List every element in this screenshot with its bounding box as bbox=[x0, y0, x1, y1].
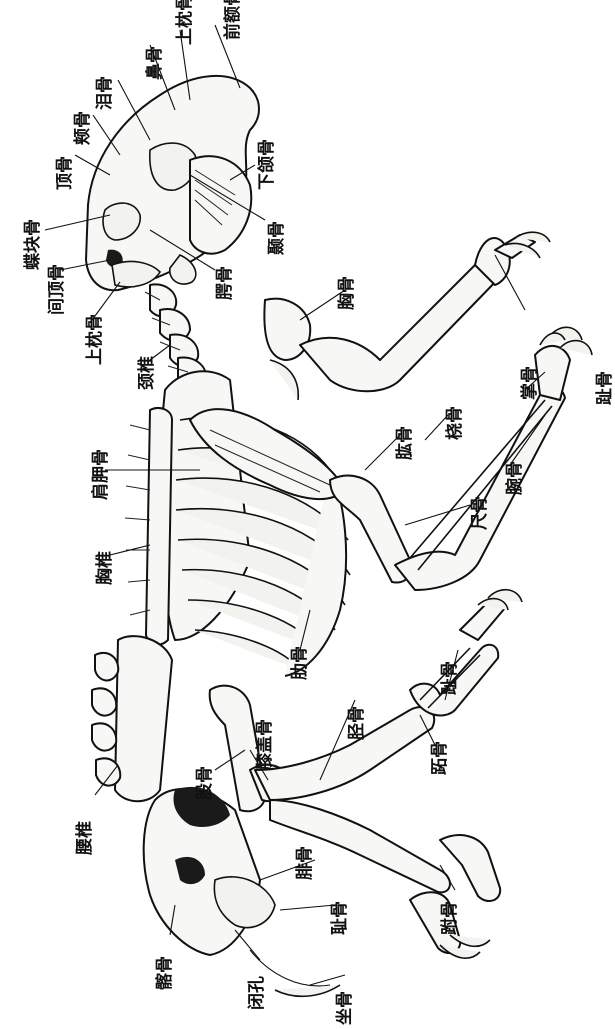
hind-limb-paw bbox=[460, 590, 522, 640]
label-jianjiagu: 肩胛骨 bbox=[90, 449, 111, 500]
label-jiandinggu: 间顶骨 bbox=[46, 264, 67, 315]
label-zhigu-meta: 跖骨 bbox=[430, 741, 450, 775]
label-xionggu: 胸骨 bbox=[336, 276, 357, 310]
label-qiagu: 髂骨 bbox=[154, 956, 175, 990]
label-jinggu: 胫骨 bbox=[347, 706, 367, 740]
label-qianegu: 前额骨 bbox=[222, 0, 243, 40]
lumbar-vertebrae bbox=[92, 636, 172, 801]
label-yaozhui: 腰椎 bbox=[74, 821, 95, 855]
label-bigu: 鼻骨 bbox=[144, 46, 165, 80]
label-zhigu-hind: 趾骨 bbox=[439, 661, 460, 695]
label-chegu: 腭骨 bbox=[215, 266, 235, 300]
label-xiahegu: 下颌骨 bbox=[256, 139, 277, 190]
label-shangzhengu-top: 上枕骨 bbox=[174, 0, 195, 45]
label-chigu-pubis: 耻骨 bbox=[329, 901, 350, 935]
label-raogu: 桡骨 bbox=[444, 406, 465, 440]
front-limb-paw-1 bbox=[495, 232, 550, 258]
label-gugu: 股骨 bbox=[195, 766, 215, 800]
label-xigaigu: 膝盖骨 bbox=[254, 719, 275, 770]
label-leigu: 泪骨 bbox=[94, 76, 115, 110]
label-dieyugu: 蝶块骨 bbox=[22, 219, 43, 270]
label-zhigu-front: 趾骨 bbox=[594, 371, 615, 405]
label-jingzhui: 颈椎 bbox=[136, 356, 157, 390]
label-chigu: 尺骨 bbox=[470, 496, 490, 530]
label-feigu: 腓骨 bbox=[295, 846, 315, 880]
label-gengu: 跗骨 bbox=[439, 901, 460, 935]
label-jiagu: 颊骨 bbox=[72, 111, 93, 145]
rib-cage bbox=[160, 371, 350, 676]
label-honggu: 肱骨 bbox=[394, 426, 415, 460]
label-niegu: 颞骨 bbox=[267, 221, 287, 256]
label-wangu: 腕骨 bbox=[504, 461, 525, 495]
label-bikong: 闭孔 bbox=[246, 976, 267, 1010]
label-dinggu: 顶骨 bbox=[55, 156, 75, 190]
label-zhanggu-front: 掌骨 bbox=[519, 366, 540, 400]
label-leigu-rib: 肋骨 bbox=[289, 646, 310, 680]
front-limb-upper bbox=[300, 238, 510, 391]
label-xiongzhui: 胸椎 bbox=[94, 551, 115, 585]
thoracic-vertebrae bbox=[125, 408, 172, 645]
label-shangzhengu-left: 上枕骨 bbox=[84, 314, 105, 365]
label-zuogu: 坐骨 bbox=[335, 991, 355, 1025]
